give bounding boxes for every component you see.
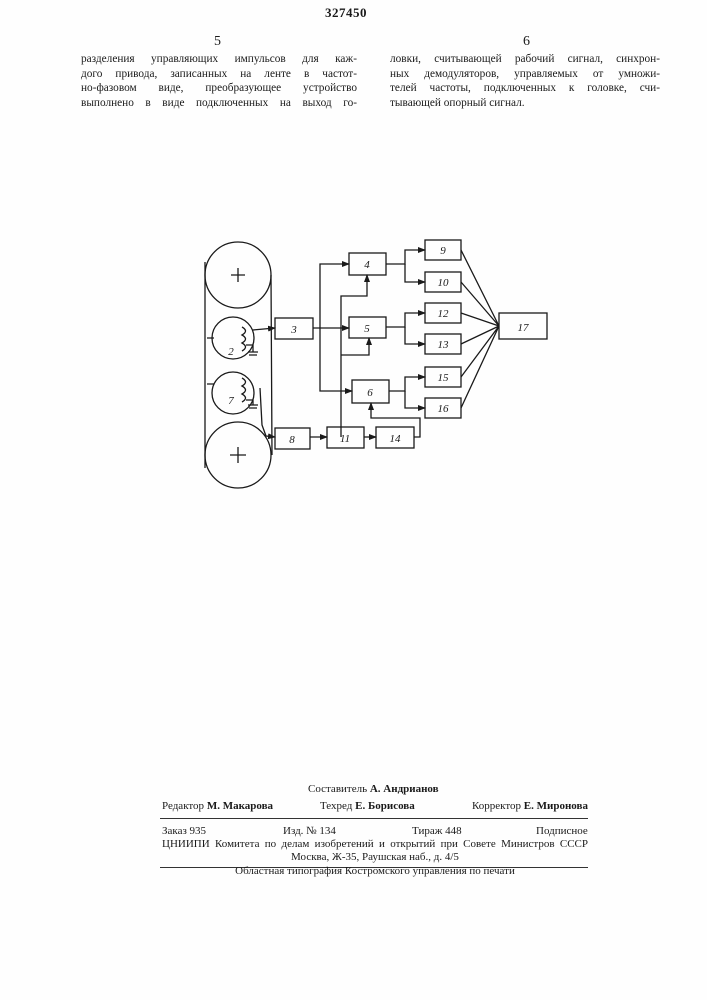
block-label: 4 (364, 259, 370, 271)
block-label: 14 (390, 433, 402, 445)
techred-line: Техред Е. Борисова (320, 800, 415, 812)
block-label: 9 (440, 245, 446, 257)
compiler-name: А. Андрианов (370, 783, 439, 795)
printer-line: Областная типография Костромского управл… (162, 865, 588, 877)
editor-name: М. Макарова (207, 800, 273, 812)
wire (405, 264, 425, 282)
tape-path (205, 262, 272, 468)
block-label: 7 (228, 395, 234, 407)
wire (389, 377, 425, 391)
magnetic-head-7 (212, 372, 254, 414)
block-label: 2 (228, 346, 234, 358)
block-label: 15 (438, 372, 450, 384)
block-label: 11 (340, 433, 350, 445)
block-label: 6 (367, 387, 373, 399)
wire (405, 391, 425, 408)
corrector-name: Е. Миронова (524, 800, 588, 812)
techred-name: Е. Борисова (355, 800, 415, 812)
block-label: 3 (290, 324, 297, 336)
block-label: 16 (438, 403, 450, 415)
wire (386, 313, 425, 327)
compiler-label: Составитель (308, 783, 367, 795)
org-line-1: ЦНИИПИ Комитета по делам изобретений и о… (162, 838, 588, 850)
compiler-line: Составитель А. Андрианов (308, 783, 439, 795)
wire (320, 328, 352, 391)
corrector-line: Корректор Е. Миронова (472, 800, 588, 812)
tirazh: Тираж 448 (412, 825, 462, 837)
block-label: 13 (438, 339, 450, 351)
corrector-label: Корректор (472, 800, 521, 812)
wire (341, 275, 367, 437)
org-line-2: Москва, Ж-35, Раушская наб., д. 4/5 (162, 851, 588, 863)
order-number: Заказ 935 (162, 825, 206, 837)
block-label: 5 (364, 323, 370, 335)
block-label: 12 (438, 308, 450, 320)
editor-line: Редактор М. Макарова (162, 800, 273, 812)
plus-icon (230, 447, 246, 463)
plus-icon (231, 268, 245, 282)
wire (341, 338, 369, 355)
wire (386, 250, 425, 264)
subscription: Подписное (536, 825, 588, 837)
block-label: 8 (289, 434, 295, 446)
block-label: 17 (518, 322, 530, 334)
editor-label: Редактор (162, 800, 204, 812)
block-label: 10 (438, 277, 450, 289)
techred-label: Техред (320, 800, 352, 812)
izd-number: Изд. № 134 (283, 825, 336, 837)
wire (405, 327, 425, 344)
divider (160, 818, 588, 819)
fan-in-wires (461, 250, 499, 408)
wire (260, 388, 275, 437)
